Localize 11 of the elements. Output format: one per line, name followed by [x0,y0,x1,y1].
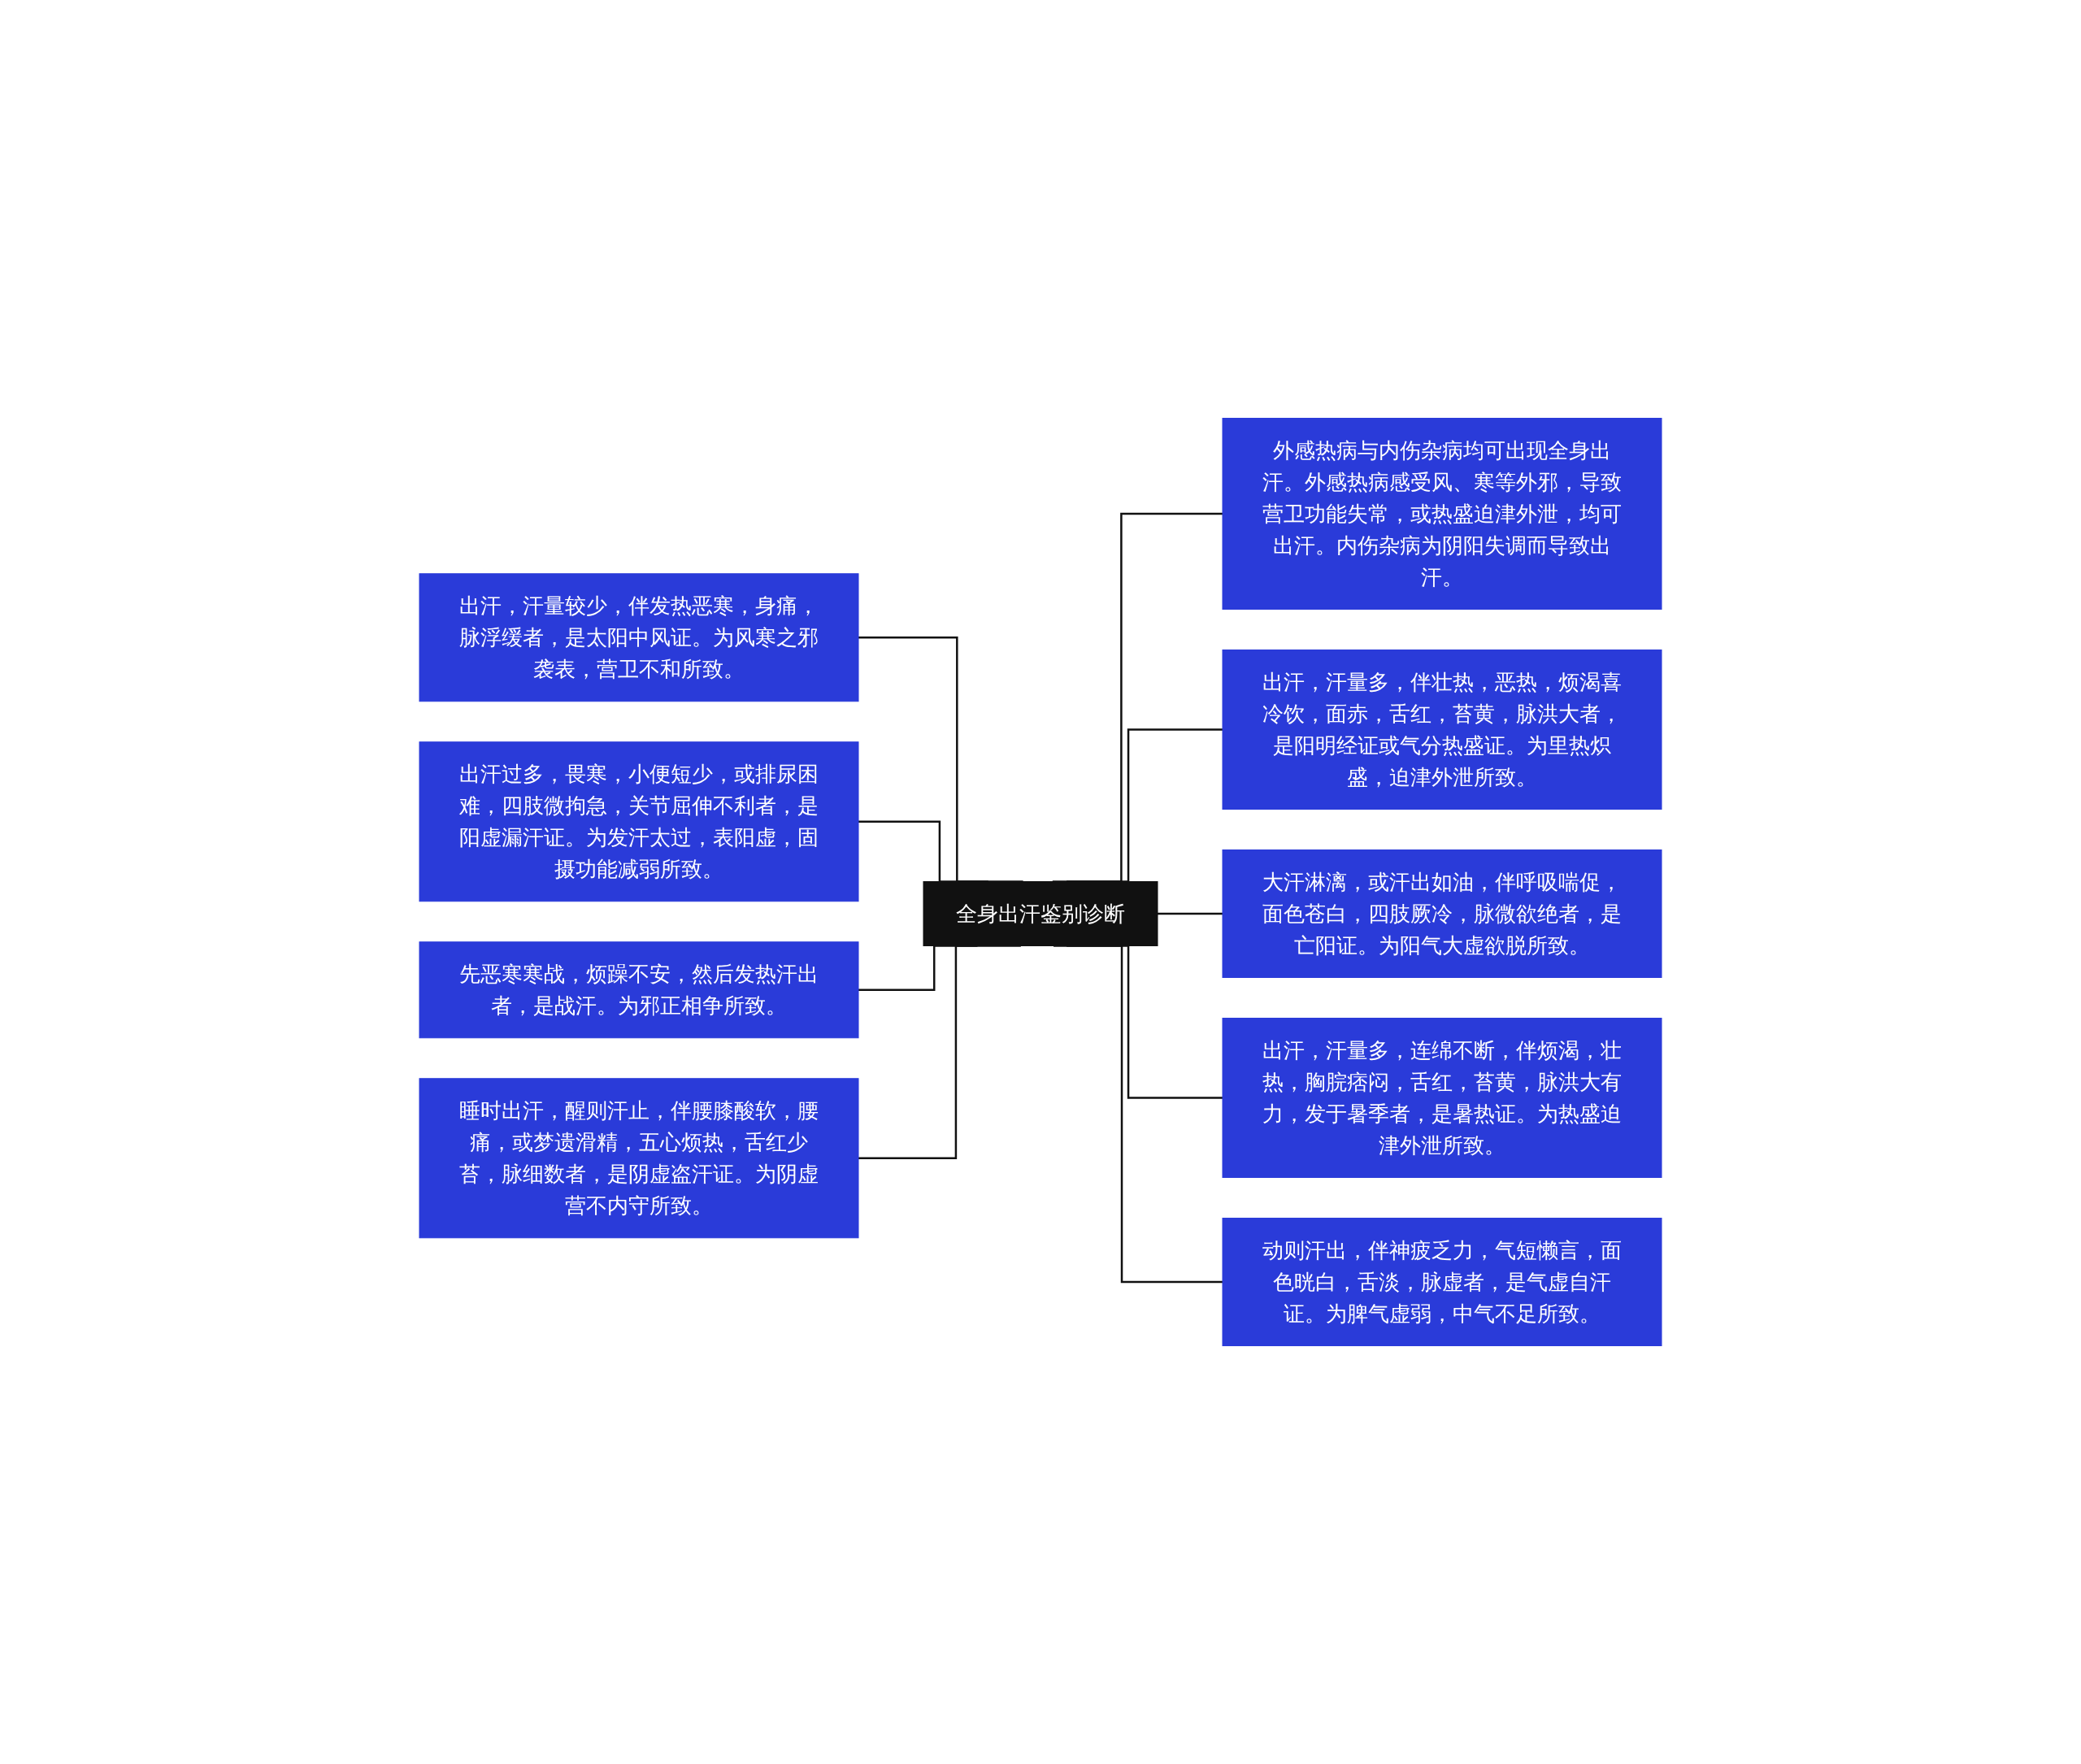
node-box: 出汗，汗量较少，伴发热恶寒，身痛，脉浮缓者，是太阳中风证。为风寒之邪袭表，营卫不和所致。 [419,573,859,702]
node-box: 出汗，汗量多，伴壮热，恶热，烦渴喜冷饮，面赤，舌红，苔黄，脉洪大者，是阳明经证或气分热盛证。为里热炽盛，迫津外泄所致。 [1222,650,1662,810]
node-box: 出汗，汗量多，连绵不断，伴烦渴，壮热，胸脘痞闷，舌红，苔黄，脉洪大有力，发于暑季者，是暑热证。为热盛迫津外泄所致。 [1222,1018,1662,1178]
node-box: 外感热病与内伤杂病均可出现全身出汗。外感热病感受风、寒等外邪，导致营卫功能失常，或热盛迫津外泄，均可出汗。内伤杂病为阴阳失调而导致出汗。 [1222,418,1662,610]
node-box: 大汗淋漓，或汗出如油，伴呼吸喘促，面色苍白，四肢厥冷，脉微欲绝者，是亡阳证。为阳气大虚欲脱所致。 [1222,849,1662,978]
node-box: 睡时出汗，醒则汗止，伴腰膝酸软，腰痛，或梦遗滑精，五心烦热，舌红少苔，脉细数者，是阴虚盗汗证。为阴虚营不内守所致。 [419,1078,859,1239]
node-box: 出汗过多，畏寒，小便短少，或排尿困难，四肢微拘急，关节屈伸不利者，是阳虚漏汗证。为发汗太过，表阳虚，固摄功能减弱所致。 [419,741,859,902]
node-box: 先恶寒寒战，烦躁不安，然后发热汗出者，是战汗。为邪正相争所致。 [419,941,859,1039]
connector [1158,912,1223,915]
node-box: 全身出汗鉴别诊断 [923,881,1158,946]
node-box: 动则汗出，伴神疲乏力，气短懒言，面色晄白，舌淡，脉虚者，是气虚自汗证。为脾气虚弱，中气不足所致。 [1222,1218,1662,1346]
